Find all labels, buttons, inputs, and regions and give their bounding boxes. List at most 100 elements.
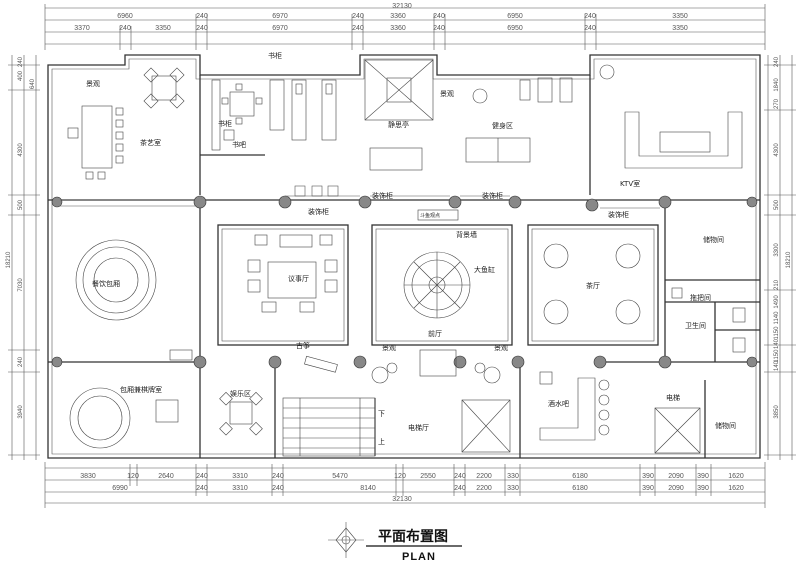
elevator — [461, 399, 701, 454]
dim-label: 270 — [774, 98, 780, 109]
dim-label: 240 — [18, 56, 24, 67]
gym-equipment — [369, 77, 573, 171]
label-landscape-tl: 景观 — [86, 80, 100, 88]
dim-label: 3300 — [774, 243, 780, 257]
label-stair-down: 下 — [378, 410, 385, 418]
dim-label: 6180 — [572, 485, 588, 492]
tea-hall-tables — [543, 243, 641, 325]
label-guzheng: 古筝 — [296, 341, 310, 350]
treadmills — [269, 79, 337, 141]
dim-label: 1140 — [774, 311, 780, 325]
dim-label: 18210 — [6, 251, 12, 268]
dim-label: 140 — [774, 360, 780, 371]
label-storage-1: 储物间 — [703, 235, 724, 244]
dim-label: 6950 — [507, 25, 523, 32]
column — [453, 355, 467, 369]
dim-label: 3350 — [672, 25, 688, 32]
column — [658, 195, 672, 209]
column — [51, 356, 63, 368]
guzheng — [304, 349, 501, 384]
private-room-table — [69, 349, 193, 449]
dim-label: 330 — [507, 485, 519, 492]
label-meeting-hall: 议事厅 — [288, 274, 309, 283]
book-bar — [211, 79, 263, 151]
dim-label: 390 — [697, 473, 709, 480]
column — [508, 195, 522, 209]
dim-label: 1840 — [774, 78, 780, 92]
dim-label: 7030 — [18, 278, 24, 292]
dim-label: 240 — [119, 25, 131, 32]
dim-label: 240 — [433, 13, 445, 20]
dim-label: 240 — [18, 356, 24, 367]
label-feature-wall: 背景墙 — [456, 230, 477, 239]
dim-label: 1150 — [774, 326, 780, 340]
column — [353, 355, 367, 369]
dim-label: 1620 — [728, 485, 744, 492]
ktv-sofa — [599, 64, 743, 169]
label-landscape-tc: 景观 — [440, 90, 454, 98]
dim-label: 240 — [352, 13, 364, 20]
column — [193, 195, 207, 209]
plan-subtitle: PLAN — [402, 551, 436, 563]
dim-label: 3310 — [232, 485, 248, 492]
label-meditation-pavilion: 静思亭 — [388, 120, 409, 129]
dim-label: 240 — [433, 25, 445, 32]
dim-label: 3940 — [18, 405, 24, 419]
dim-label: 240 — [454, 485, 466, 492]
label-mop-room: 拖把间 — [690, 293, 711, 302]
dim-label: 390 — [642, 473, 654, 480]
label-landscape-b2: 景观 — [494, 344, 508, 352]
dim-label: 2200 — [476, 485, 492, 492]
staircase — [282, 397, 376, 457]
label-elevator: 电梯 — [666, 393, 680, 402]
label-sign: 斗鱼观点 — [420, 212, 440, 219]
tea-chairs — [67, 107, 124, 180]
dim-label: 1490 — [774, 295, 780, 309]
title-block: 平面布置图 PLAN — [328, 522, 462, 563]
label-fish-tank: 大鱼缸 — [474, 265, 495, 274]
label-ktv: KTV室 — [620, 179, 640, 188]
label-banquet-room: 餐饮包厢 — [92, 279, 120, 288]
column — [593, 355, 607, 369]
furniture — [60, 59, 746, 457]
dim-label: 6970 — [272, 13, 288, 20]
interior-walls — [48, 75, 760, 458]
label-cabinet-3: 装饰柜 — [308, 207, 329, 216]
wine-bar — [539, 371, 610, 441]
column — [585, 198, 599, 212]
pavilion — [364, 59, 434, 121]
display-cabinets — [60, 185, 660, 209]
center-rooms — [217, 224, 659, 346]
label-gym: 健身区 — [492, 121, 513, 130]
dim-label: 240 — [352, 25, 364, 32]
label-tea-hall: 茶厅 — [586, 281, 600, 290]
dim-label: 2200 — [476, 473, 492, 480]
column — [278, 195, 292, 209]
dim-label: 3360 — [390, 25, 406, 32]
dim-label: 120 — [394, 473, 406, 480]
entertainment-table — [219, 391, 263, 436]
label-bookcase-2: 书柜 — [218, 119, 232, 128]
restroom-fixtures — [671, 287, 746, 353]
room-labels: 景观 茶艺室 书柜 书柜 书吧 静思亭 景观 健身区 KTV室 装饰柜 装饰柜 … — [86, 51, 736, 446]
dim-label: 640 — [30, 78, 36, 89]
dim-bottom-total: 32130 — [392, 496, 412, 503]
dim-label: 240 — [584, 13, 596, 20]
dim-label: 390 — [697, 485, 709, 492]
dim-label: 120 — [127, 473, 139, 480]
label-bookcase-1: 书柜 — [268, 51, 282, 60]
column — [746, 196, 758, 208]
outer-walls — [47, 54, 761, 459]
column — [746, 356, 758, 368]
label-cabinet-4: 装饰柜 — [608, 210, 629, 219]
column — [268, 355, 282, 369]
dim-label: 3350 — [672, 13, 688, 20]
plan-title: 平面布置图 — [378, 528, 448, 545]
label-tea-room: 茶艺室 — [140, 138, 161, 147]
top-dimensions: 32130 6960 240 6970 240 3360 240 6950 24… — [44, 3, 766, 50]
label-entertainment: 娱乐区 — [230, 389, 251, 398]
dim-label: 240 — [196, 13, 208, 20]
dim-label: 3370 — [74, 25, 90, 32]
dim-label: 4300 — [774, 143, 780, 157]
